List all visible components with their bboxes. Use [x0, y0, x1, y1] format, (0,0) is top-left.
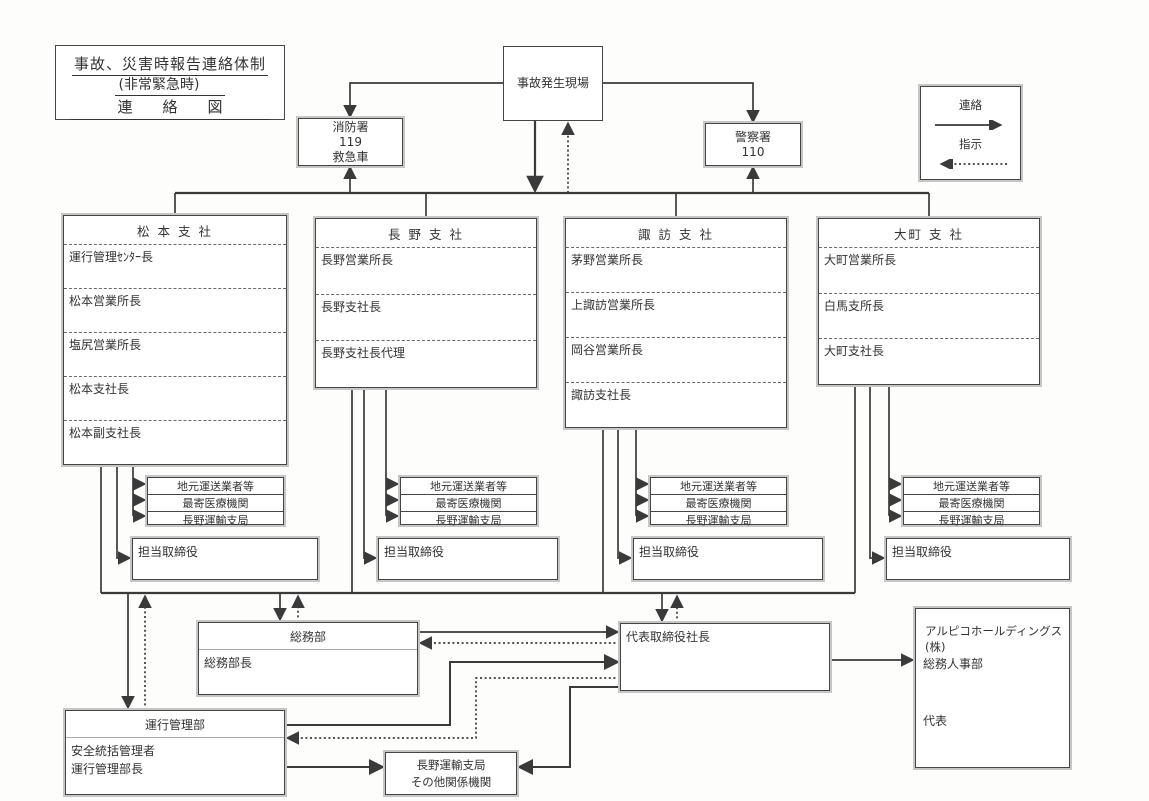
police-station-box: 警察署 110: [705, 123, 801, 166]
external-contact-label: 最寄医療機関: [148, 494, 283, 511]
external-contacts-suwa: 地元運送業者等 最寄医療機関 長野運輸支局: [650, 477, 787, 528]
line-president-to-nagano: [517, 686, 620, 775]
branch-title: 松 本 支 社: [137, 223, 213, 239]
page-subtitle: (非常緊急時): [114, 74, 226, 96]
branch-nagano: 長 野 支 社 長野営業所長 長野支社長 長野支社長代理: [315, 218, 537, 388]
holdings-box: アルピコホールディングス(株) 総務人事部 代表: [915, 608, 1070, 768]
nagano-transport-box: 長野運輸支局 その他関係機関: [385, 752, 517, 795]
line-accident-to-fire: [343, 82, 503, 119]
nagano-transport-line1: 長野運輸支局: [416, 758, 486, 772]
police-station-number: 110: [741, 144, 765, 159]
operation-mgmt-box: 運行管理部 安全統括管理者 運行管理部長: [65, 710, 285, 795]
branch-member-label: 松本副支社長: [64, 420, 286, 464]
branch-matsumoto: 松 本 支 社 運行管理ｾﾝﾀｰ長 松本営業所長 塩尻営業所長 松本支社長 松本…: [63, 215, 287, 465]
page-title: 事故、災害時報告連絡体制: [71, 53, 268, 76]
external-contact-label: 地元運送業者等: [680, 480, 757, 493]
director-label: 担当取締役: [138, 545, 199, 559]
branch-member-label: 長野支社長: [316, 293, 536, 341]
branch-member-label: 大町営業所長: [819, 247, 1039, 293]
legend-instruction-arrow-icon: [938, 159, 1007, 170]
external-contact-label: 長野運輸支局: [651, 511, 786, 528]
branch-omachi: 大町 支 社 大町営業所長 白馬支所長 大町支社長: [818, 218, 1040, 385]
director-label: 担当取締役: [384, 545, 445, 559]
external-contacts-omachi: 地元運送業者等 最寄医療機関 長野運輸支局: [903, 477, 1040, 528]
fire-station-number: 119: [339, 134, 362, 149]
branch-member-label: 大町支社長: [819, 338, 1039, 384]
external-contacts-nagano: 地元運送業者等 最寄医療機関 長野運輸支局: [400, 477, 537, 528]
legend-instruction-label: 指示: [959, 137, 982, 152]
branch-member-label: 諏訪支社長: [566, 382, 786, 427]
page-title-2: 連 絡 図: [70, 96, 270, 120]
holdings-title: アルピコホールディングス(株): [925, 624, 1063, 654]
branch-member-label: 長野営業所長: [316, 247, 536, 294]
title-box: 事故、災害時報告連絡体制 (非常緊急時) 連 絡 図: [55, 45, 285, 120]
holdings-rep: 代表: [923, 714, 948, 728]
line-accident-to-police: [603, 82, 760, 124]
legend-box: 連絡 指示: [920, 86, 1021, 180]
accident-site-label: 事故発生現場: [516, 76, 589, 90]
s-line-to-director: [617, 428, 633, 565]
director-label: 担当取締役: [639, 545, 700, 559]
external-contact-label: 地元運送業者等: [430, 480, 507, 493]
n-line-to-director: [363, 388, 378, 565]
legend-contact-label: 連絡: [959, 97, 982, 112]
line-operation-to-president: [285, 654, 620, 726]
general-affairs-box: 総務部 総務部長: [198, 622, 418, 695]
police-station-name: 警察署: [734, 129, 771, 144]
external-contact-label: 長野運輸支局: [401, 511, 536, 528]
operation-mgmt-member-1: 安全統括管理者: [71, 744, 156, 758]
legend-contact-arrow-icon: [934, 119, 1003, 130]
director-box-omachi: 担当取締役: [886, 538, 1070, 580]
branch-member-label: 岡谷営業所長: [566, 337, 786, 382]
external-contact-label: 地元運送業者等: [933, 480, 1010, 493]
branch-member-label: 上諏訪営業所長: [566, 292, 786, 337]
external-contact-label: 最寄医療機関: [401, 494, 536, 511]
external-contact-label: 長野運輸支局: [904, 511, 1039, 528]
president-box: 代表取締役社長: [620, 623, 830, 691]
branch-member-label: 運行管理ｾﾝﾀｰ長: [64, 244, 286, 288]
o-line-to-director: [869, 385, 886, 565]
external-contact-label: 最寄医療機関: [651, 494, 786, 511]
branch-member-label: 茅野営業所長: [566, 247, 786, 292]
branch-member-label: 松本営業所長: [64, 288, 286, 332]
branch-title: 長 野 支 社: [388, 226, 464, 242]
nagano-transport-line2: その他関係機関: [410, 775, 492, 789]
general-affairs-title: 総務部: [199, 623, 417, 650]
director-label: 担当取締役: [892, 545, 953, 559]
general-affairs-member: 総務部長: [204, 656, 253, 670]
external-contact-label: 最寄医療機関: [904, 494, 1039, 511]
branch-title: 大町 支 社: [894, 226, 964, 242]
branch-suwa: 諏 訪 支 社 茅野営業所長 上諏訪営業所長 岡谷営業所長 諏訪支社長: [565, 218, 787, 428]
external-contact-label: 地元運送業者等: [177, 480, 254, 493]
fire-station-note: 救急車: [332, 149, 369, 164]
branch-member-label: 塩尻営業所長: [64, 332, 286, 376]
branch-member-label: 長野支社長代理: [316, 340, 536, 387]
director-box-matsumoto: 担当取締役: [132, 538, 318, 580]
holdings-dept: 総務人事部: [923, 657, 984, 671]
branch-member-label: 松本支社長: [64, 376, 286, 420]
fire-station-name: 消防署: [332, 119, 369, 134]
fire-station-box: 消防署 119 救急車: [298, 118, 403, 166]
director-box-nagano: 担当取締役: [378, 538, 558, 580]
accident-site-box: 事故発生現場: [503, 46, 603, 121]
external-contacts-matsumoto: 地元運送業者等 最寄医療機関 長野運輸支局: [147, 477, 284, 528]
branch-member-label: 白馬支所長: [819, 292, 1039, 339]
operation-mgmt-member-2: 運行管理部長: [71, 762, 144, 776]
external-contact-label: 長野運輸支局: [148, 511, 283, 528]
director-box-suwa: 担当取締役: [633, 538, 823, 580]
operation-mgmt-title: 運行管理部: [66, 711, 284, 738]
m-line-to-director: [116, 465, 132, 565]
president-label: 代表取締役社長: [626, 630, 711, 644]
branch-title: 諏 訪 支 社: [638, 226, 714, 242]
